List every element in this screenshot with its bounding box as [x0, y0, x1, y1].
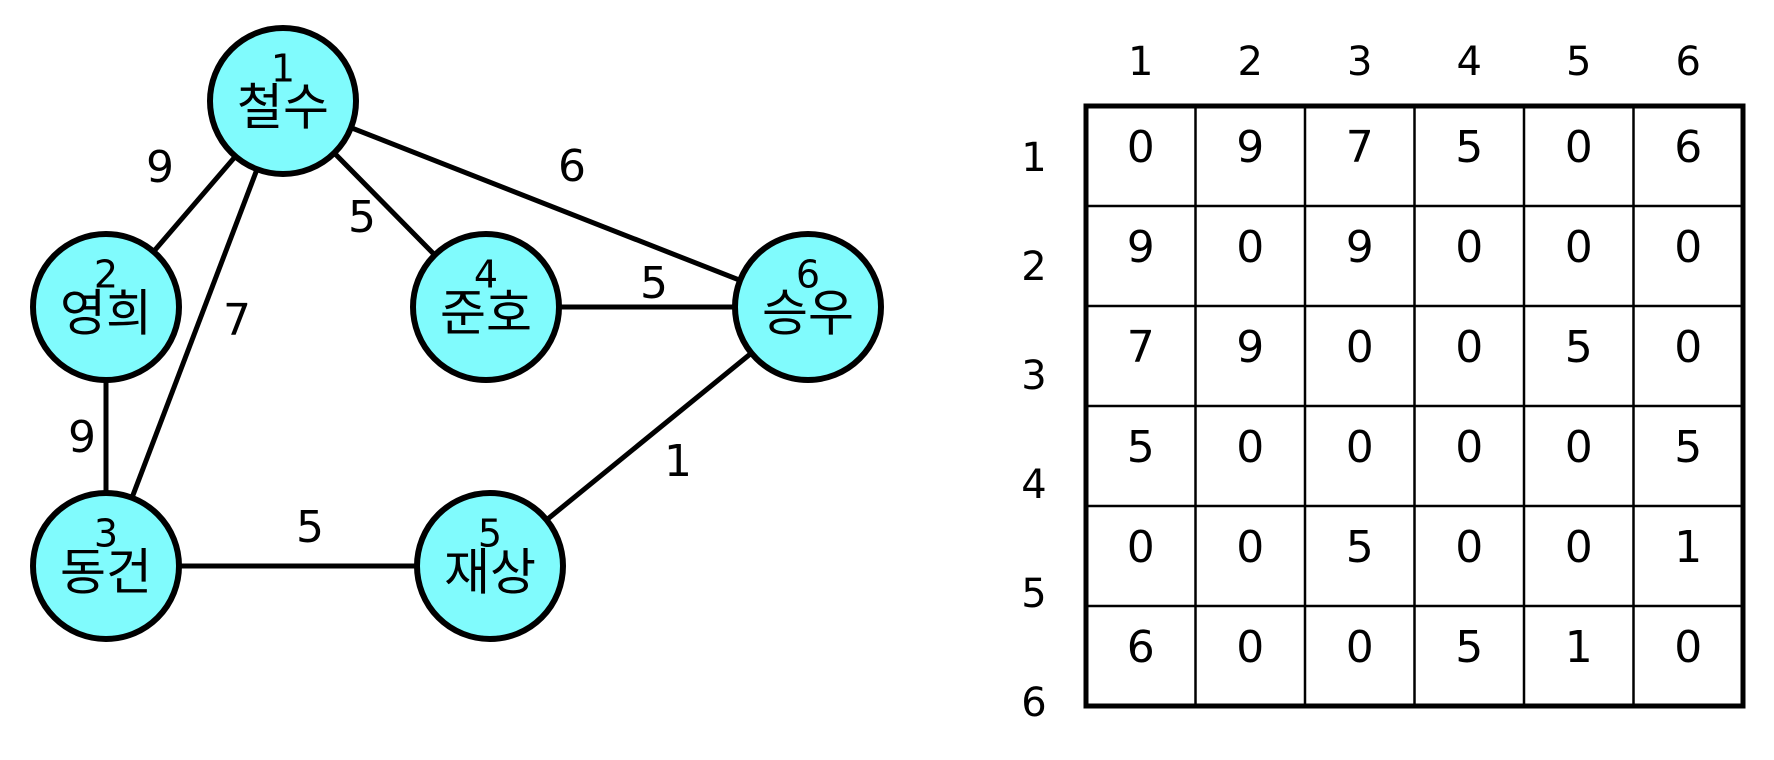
edge-weight-1-6: 6 — [558, 141, 586, 192]
node-number: 1 — [271, 47, 295, 91]
edge-weight-1-2: 9 — [146, 142, 174, 193]
matrix-cell-6-2: 0 — [1236, 622, 1264, 673]
edge-weight-1-3: 7 — [223, 295, 251, 346]
edge-1-6 — [282, 98, 809, 310]
matrix-cell-5-4: 0 — [1455, 522, 1483, 573]
node-circle — [732, 231, 884, 383]
matrix-cell-5-3: 5 — [1346, 522, 1374, 573]
node-number: 2 — [94, 253, 118, 297]
node-circle — [207, 25, 359, 177]
matrix-cell-3-2: 9 — [1236, 322, 1264, 373]
matrix-cell-2-5: 0 — [1565, 222, 1593, 273]
node-name: 철수 — [237, 79, 329, 137]
matrix-cell-4-6: 5 — [1674, 422, 1702, 473]
matrix-cell-2-6: 0 — [1674, 222, 1702, 273]
matrix-cell-5-1: 0 — [1127, 522, 1155, 573]
matrix-cell-4-3: 0 — [1346, 422, 1374, 473]
edge-weight-1-4: 5 — [348, 192, 376, 243]
matrix-border — [1083, 103, 1746, 709]
matrix-row-header-5: 5 — [1021, 571, 1046, 617]
matrix-col-header-1: 1 — [1128, 39, 1153, 85]
adjacency-matrix: 1 2 3 4 5 6 1 2 3 4 5 6 0 9 7 5 0 6 9 0 9 0 0 0 7 9 0 0 5 0 5 0 0 0 0 5 0 0 5 0… — [1021, 39, 1746, 726]
matrix-row-header-4: 4 — [1021, 462, 1046, 508]
matrix-col-header-2: 2 — [1238, 39, 1263, 85]
node-number: 3 — [94, 512, 118, 556]
node-name: 재상 — [444, 544, 536, 602]
matrix-cell-5-6: 1 — [1674, 522, 1702, 573]
matrix-col-header-5: 5 — [1566, 39, 1591, 85]
matrix-cell-1-3: 7 — [1346, 122, 1374, 173]
graph-node-4: 4준호 — [410, 231, 562, 383]
edge-weight-3-5: 5 — [296, 502, 324, 553]
edge-weight-2-3: 9 — [68, 412, 96, 463]
matrix-cell-2-1: 9 — [1127, 222, 1155, 273]
node-circle — [414, 490, 566, 642]
node-circle — [410, 231, 562, 383]
matrix-cell-2-4: 0 — [1455, 222, 1483, 273]
node-number: 6 — [796, 253, 820, 297]
matrix-cell-1-1: 0 — [1127, 122, 1155, 173]
matrix-cell-6-5: 1 — [1565, 622, 1593, 673]
matrix-cell-4-1: 5 — [1127, 422, 1155, 473]
node-number: 4 — [474, 253, 498, 297]
graph-node-6: 6승우 — [732, 231, 884, 383]
matrix-cell-1-5: 0 — [1565, 122, 1593, 173]
matrix-cell-4-5: 0 — [1565, 422, 1593, 473]
matrix-col-header-3: 3 — [1347, 39, 1372, 85]
edge-1-3 — [103, 100, 286, 567]
matrix-cell-5-2: 0 — [1236, 522, 1264, 573]
matrix-cell-6-3: 0 — [1346, 622, 1374, 673]
node-name: 승우 — [762, 285, 854, 343]
node-number: 5 — [478, 512, 502, 556]
matrix-cell-4-2: 0 — [1236, 422, 1264, 473]
matrix-row-header-3: 3 — [1021, 353, 1046, 399]
matrix-row-header-2: 2 — [1021, 244, 1046, 290]
matrix-cell-1-4: 5 — [1455, 122, 1483, 173]
matrix-cell-3-3: 0 — [1346, 322, 1374, 373]
matrix-cell-6-6: 0 — [1674, 622, 1702, 673]
matrix-cell-3-5: 5 — [1565, 322, 1593, 373]
graph-node-3: 3동건 — [30, 490, 182, 642]
matrix-cell-5-5: 0 — [1565, 522, 1593, 573]
matrix-cell-2-3: 9 — [1346, 222, 1374, 273]
node-name: 영희 — [60, 285, 152, 343]
matrix-row-header-6: 6 — [1021, 680, 1046, 726]
node-name: 준호 — [440, 285, 532, 343]
graph-node-2: 2영희 — [30, 231, 182, 383]
matrix-cell-3-4: 0 — [1455, 322, 1483, 373]
matrix-col-header-6: 6 — [1676, 39, 1701, 85]
matrix-cell-3-6: 0 — [1674, 322, 1702, 373]
matrix-cell-1-2: 9 — [1236, 122, 1264, 173]
matrix-col-header-4: 4 — [1457, 39, 1482, 85]
matrix-row-header-1: 1 — [1021, 135, 1046, 181]
matrix-cell-2-2: 0 — [1236, 222, 1264, 273]
edge-weight-5-6: 1 — [664, 436, 692, 487]
edge-weight-4-6: 5 — [640, 258, 668, 309]
matrix-cell-6-1: 6 — [1127, 622, 1155, 673]
graph-node-1: 1철수 — [207, 25, 359, 177]
matrix-cell-4-4: 0 — [1455, 422, 1483, 473]
node-name: 동건 — [60, 544, 152, 602]
matrix-cell-3-1: 7 — [1127, 322, 1155, 373]
matrix-cell-6-4: 5 — [1455, 622, 1483, 673]
node-circle — [30, 231, 182, 383]
node-circle — [30, 490, 182, 642]
matrix-cell-1-6: 6 — [1674, 122, 1702, 173]
graph-edge-weights: 9 7 5 6 9 5 5 1 — [68, 141, 692, 553]
graph-node-5: 5재상 — [414, 490, 566, 642]
